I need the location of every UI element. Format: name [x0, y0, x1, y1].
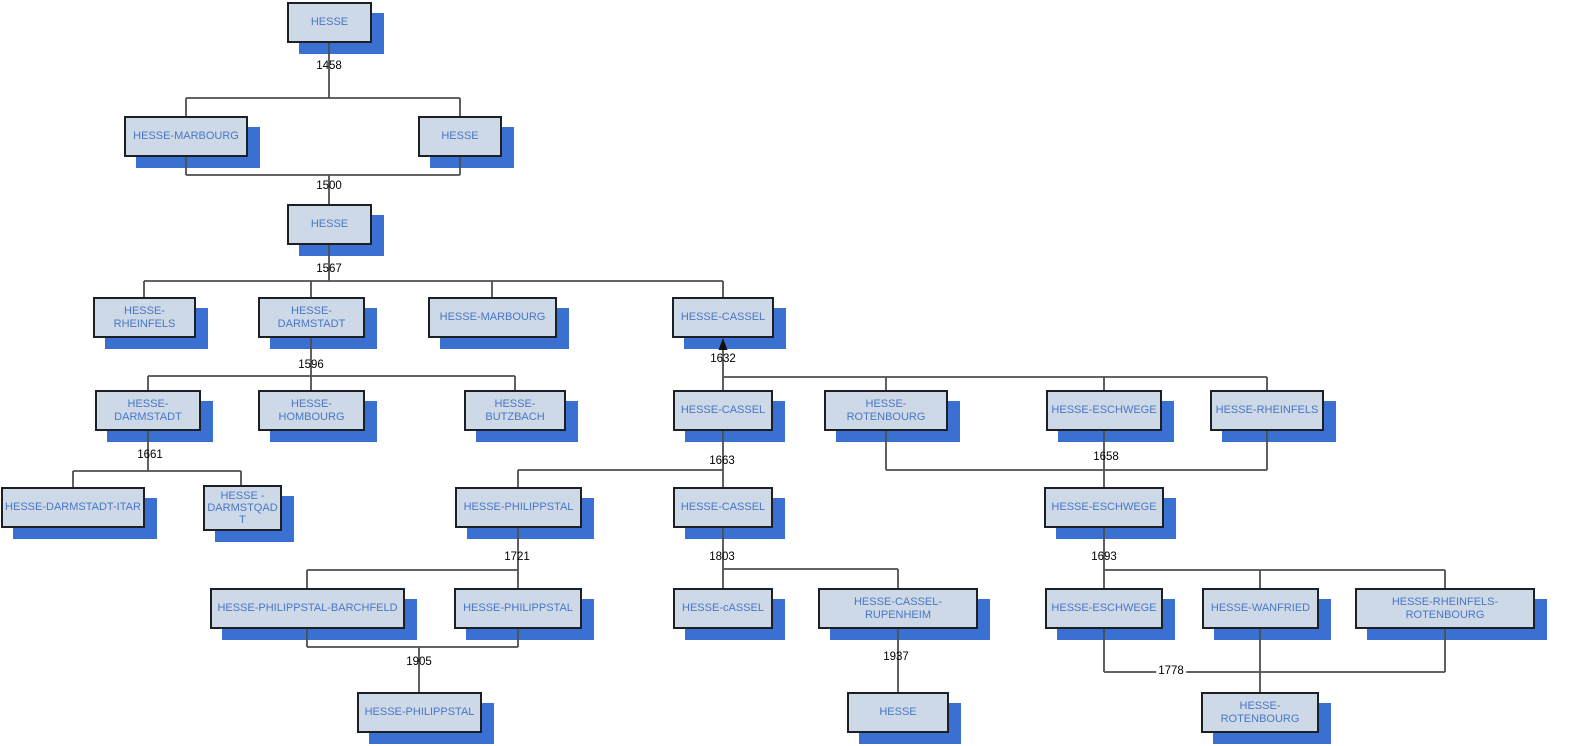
tree-node: HESSE-DARMSTADT-ITAR: [1, 487, 145, 528]
date-label: 1500: [316, 180, 342, 192]
tree-node: HESSE-CASSEL: [673, 487, 773, 528]
tree-node: HESSE-RHEINFELS: [93, 297, 196, 338]
date-label: 1693: [1091, 551, 1117, 563]
tree-node: HESSE-CASSEL: [672, 297, 774, 338]
tree-node: HESSE-DARMSTADT: [95, 390, 201, 431]
tree-node: HESSE-BUTZBACH: [464, 390, 566, 431]
tree-node: HESSE-MARBOURG: [124, 116, 248, 157]
date-label: 1658: [1093, 451, 1119, 463]
tree-node: HESSE-ESCHWEGE: [1045, 588, 1163, 629]
tree-node: HESSE-CASSEL-RUPENHEIM: [818, 588, 978, 629]
tree-node: HESSE-cASSEL: [673, 588, 773, 629]
tree-node: HESSE: [287, 2, 372, 43]
date-label: 1458: [316, 60, 342, 72]
date-label: 1661: [137, 449, 163, 461]
tree-node: HESSE-HOMBOURG: [258, 390, 365, 431]
tree-node: HESSE-PHILIPPSTAL: [357, 692, 482, 733]
tree-node: HESSE-PHILIPPSTAL: [454, 588, 582, 629]
tree-node: HESSE: [847, 692, 949, 733]
descent-arrow-up-icon: [718, 338, 728, 350]
date-label: 1778: [1156, 665, 1186, 677]
tree-node: HESSE-PHILIPPSTAL-BARCHFELD: [210, 588, 405, 629]
date-label: 1937: [883, 651, 909, 663]
tree-node: HESSE-DARMSTADT: [258, 297, 365, 338]
date-label: 1596: [298, 359, 324, 371]
tree-node: HESSE: [287, 204, 372, 245]
tree-node: HESSE: [418, 116, 502, 157]
date-label: 1663: [709, 455, 735, 467]
date-label: 1905: [406, 656, 432, 668]
tree-node: HESSE-RHEINFELS: [1210, 390, 1324, 431]
tree-node: HESSE-RHEINFELS-ROTENBOURG: [1355, 588, 1535, 629]
date-label: 1632: [710, 353, 736, 365]
tree-node: HESSE-ROTENBOURG: [1201, 692, 1319, 733]
date-label: 1803: [709, 551, 735, 563]
tree-node: HESSE-MARBOURG: [428, 297, 557, 338]
tree-node: HESSE-PHILIPPSTAL: [455, 487, 582, 528]
tree-node: HESSE-ESCHWEGE: [1046, 390, 1162, 431]
tree-node: HESSE-ESCHWEGE: [1044, 487, 1164, 528]
tree-node: HESSE-CASSEL: [673, 390, 773, 431]
date-label: 1721: [504, 551, 530, 563]
tree-node: HESSE-WANFRIED: [1202, 588, 1319, 629]
date-label: 1567: [316, 263, 342, 275]
tree-node: HESSE-ROTENBOURG: [824, 390, 948, 431]
tree-node: HESSE - DARMSTQAD T: [203, 485, 282, 531]
